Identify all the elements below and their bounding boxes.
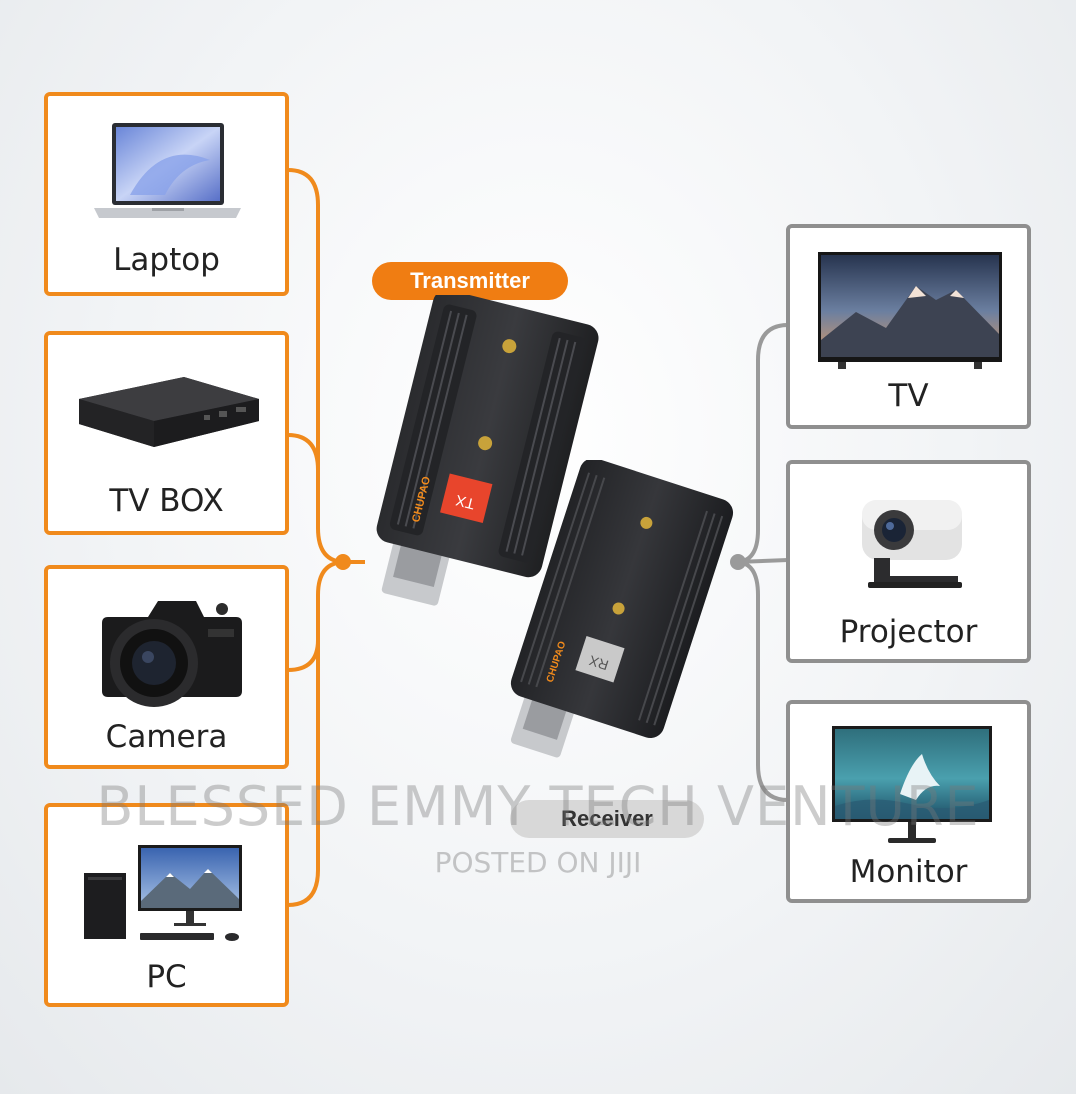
transmitter-label: Transmitter [372,262,568,300]
tv-box-icon [79,377,259,447]
source-box-tv-box: TV BOX [44,331,289,535]
rx-badge: RX [586,652,610,673]
receiver-label: Receiver [510,800,704,838]
monitor-icon [832,726,992,843]
source-box-laptop: Laptop [44,92,289,296]
source-label: Camera [105,719,228,755]
laptop-icon [94,123,241,218]
projector-icon [862,500,962,588]
source-box-pc: PC [44,803,289,1007]
receiver-dongle: RX CHUPAO [510,460,734,758]
transmitter-dongle: TX CHUPAO [376,295,599,606]
source-label: Laptop [113,242,220,278]
display-box-monitor: Monitor [786,700,1031,903]
tx-badge: TX [454,491,477,512]
tv-icon [818,252,1002,369]
display-label: Monitor [849,854,968,890]
watermark-line2: POSTED ON JIJI [434,846,642,879]
display-label: TV [888,378,929,414]
watermark-line1: BLESSED EMMY TECH VENTURE [96,775,980,838]
source-box-camera: Camera [44,565,289,769]
source-label: PC [146,959,187,995]
display-box-projector: Projector [786,460,1031,663]
display-box-tv: TV [786,224,1031,429]
pc-icon [84,845,242,941]
display-label: Projector [839,614,978,650]
source-label: TV BOX [109,483,224,519]
camera-icon [102,601,242,707]
